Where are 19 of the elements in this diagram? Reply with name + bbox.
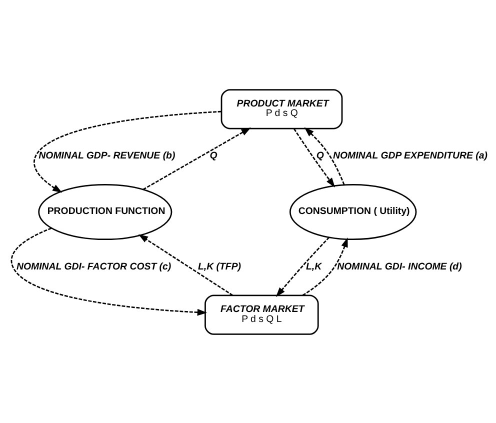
arrow xyxy=(34,110,222,192)
edge-label: NOMINAL GDP- REVENUE (b) xyxy=(38,150,176,161)
arrow xyxy=(293,128,336,187)
edge-label: Q xyxy=(316,150,324,161)
arrow xyxy=(142,127,251,190)
edge-label: Q xyxy=(210,150,218,161)
node-ellipse: CONSUMPTION ( Utility) xyxy=(289,183,417,240)
arrow xyxy=(302,236,348,296)
arrow xyxy=(304,126,345,184)
arrow xyxy=(276,236,330,297)
arrow xyxy=(10,227,208,316)
node-box: PRODUCT MARKET P d s Q xyxy=(220,88,343,129)
edge-label: L,K xyxy=(306,260,322,272)
edge-label: L,K (TFP) xyxy=(198,260,242,272)
edge-label: NOMINAL GDI- FACTOR COST (c) xyxy=(16,260,172,272)
node-box: FACTOR MARKET P d s Q L xyxy=(204,294,319,334)
arrow xyxy=(138,234,233,296)
edge-label: NOMINAL GDI- INCOME (d) xyxy=(337,260,462,272)
edge-label: NOMINAL GDP EXPENDITURE (a) xyxy=(333,150,488,161)
